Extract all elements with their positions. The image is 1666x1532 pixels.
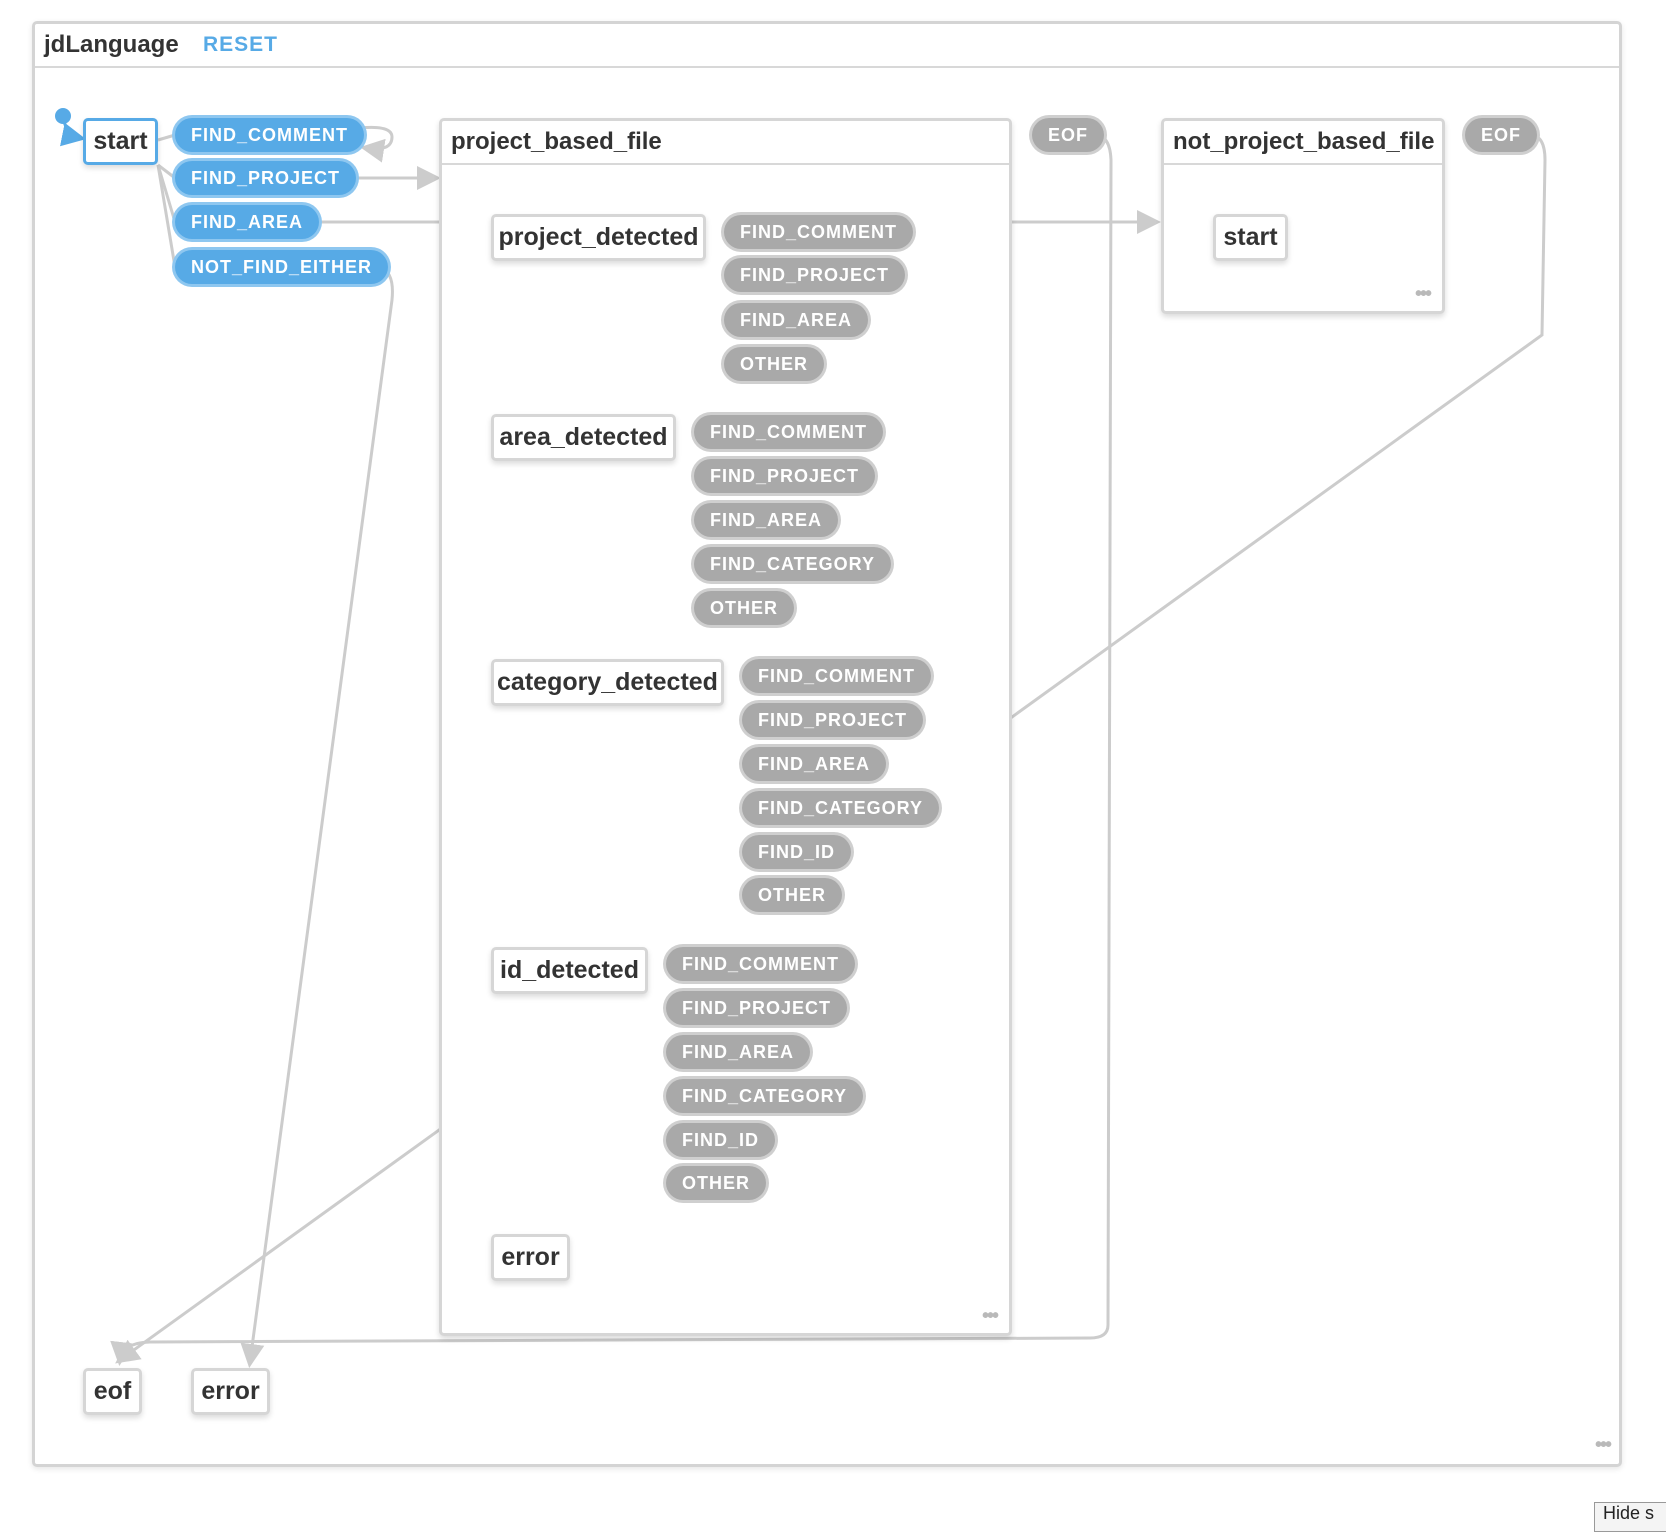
event-find-area[interactable]: FIND_AREA bbox=[175, 205, 320, 239]
state-eof[interactable]: eof bbox=[83, 1368, 142, 1415]
state-area-detected[interactable]: area_detected bbox=[491, 414, 676, 461]
event-id-detected-find-area[interactable]: FIND_AREA bbox=[666, 1035, 811, 1069]
not-project-based-file-title: not_project_based_file bbox=[1173, 128, 1435, 155]
state-start[interactable]: start bbox=[83, 118, 158, 165]
project-based-file-header: project_based_file bbox=[442, 121, 1009, 165]
event-area-detected-find-area[interactable]: FIND_AREA bbox=[694, 503, 839, 537]
event-project-detected-other[interactable]: OTHER bbox=[724, 347, 824, 381]
event-project-detected-find-project[interactable]: FIND_PROJECT bbox=[724, 258, 906, 292]
event-area-detected-find-category[interactable]: FIND_CATEGORY bbox=[694, 547, 892, 581]
state-category-detected[interactable]: category_detected bbox=[491, 659, 724, 706]
machine-more-icon[interactable]: ••• bbox=[1595, 1434, 1612, 1456]
project-based-file-title: project_based_file bbox=[451, 128, 662, 155]
event-eof-not-project-based-file[interactable]: EOF bbox=[1465, 118, 1538, 152]
not-project-based-file-more-icon[interactable]: ••• bbox=[1415, 283, 1432, 305]
event-not-find-either[interactable]: NOT_FIND_EITHER bbox=[175, 250, 389, 284]
project-based-file-more-icon[interactable]: ••• bbox=[982, 1305, 999, 1327]
event-project-detected-find-area[interactable]: FIND_AREA bbox=[724, 303, 869, 337]
event-category-detected-find-area[interactable]: FIND_AREA bbox=[742, 747, 887, 781]
reset-button[interactable]: RESET bbox=[203, 33, 279, 56]
state-id-detected[interactable]: id_detected bbox=[491, 947, 648, 994]
event-category-detected-find-id[interactable]: FIND_ID bbox=[742, 835, 852, 869]
event-area-detected-other[interactable]: OTHER bbox=[694, 591, 794, 625]
machine-title: jdLanguage bbox=[44, 31, 179, 58]
event-id-detected-find-comment[interactable]: FIND_COMMENT bbox=[666, 947, 855, 981]
event-find-project[interactable]: FIND_PROJECT bbox=[175, 161, 357, 195]
event-id-detected-find-id[interactable]: FIND_ID bbox=[666, 1123, 776, 1157]
machine-header: jdLanguage RESET bbox=[35, 24, 1619, 68]
event-area-detected-find-comment[interactable]: FIND_COMMENT bbox=[694, 415, 883, 449]
state-inner-start[interactable]: start bbox=[1213, 214, 1288, 261]
state-project-detected[interactable]: project_detected bbox=[491, 214, 706, 261]
state-not-project-based-file[interactable]: not_project_based_file ••• bbox=[1161, 118, 1445, 314]
event-project-detected-find-comment[interactable]: FIND_COMMENT bbox=[724, 215, 913, 249]
event-id-detected-other[interactable]: OTHER bbox=[666, 1166, 766, 1200]
event-category-detected-find-category[interactable]: FIND_CATEGORY bbox=[742, 791, 940, 825]
event-id-detected-find-category[interactable]: FIND_CATEGORY bbox=[666, 1079, 864, 1113]
state-inner-error[interactable]: error bbox=[491, 1234, 570, 1281]
event-eof-project-based-file[interactable]: EOF bbox=[1032, 118, 1105, 152]
not-project-based-file-header: not_project_based_file bbox=[1164, 121, 1442, 165]
event-find-comment[interactable]: FIND_COMMENT bbox=[175, 118, 364, 152]
event-category-detected-find-comment[interactable]: FIND_COMMENT bbox=[742, 659, 931, 693]
event-category-detected-find-project[interactable]: FIND_PROJECT bbox=[742, 703, 924, 737]
event-area-detected-find-project[interactable]: FIND_PROJECT bbox=[694, 459, 876, 493]
hide-button[interactable]: Hide s bbox=[1594, 1502, 1666, 1532]
state-error[interactable]: error bbox=[191, 1368, 270, 1415]
event-category-detected-other[interactable]: OTHER bbox=[742, 878, 842, 912]
event-id-detected-find-project[interactable]: FIND_PROJECT bbox=[666, 991, 848, 1025]
